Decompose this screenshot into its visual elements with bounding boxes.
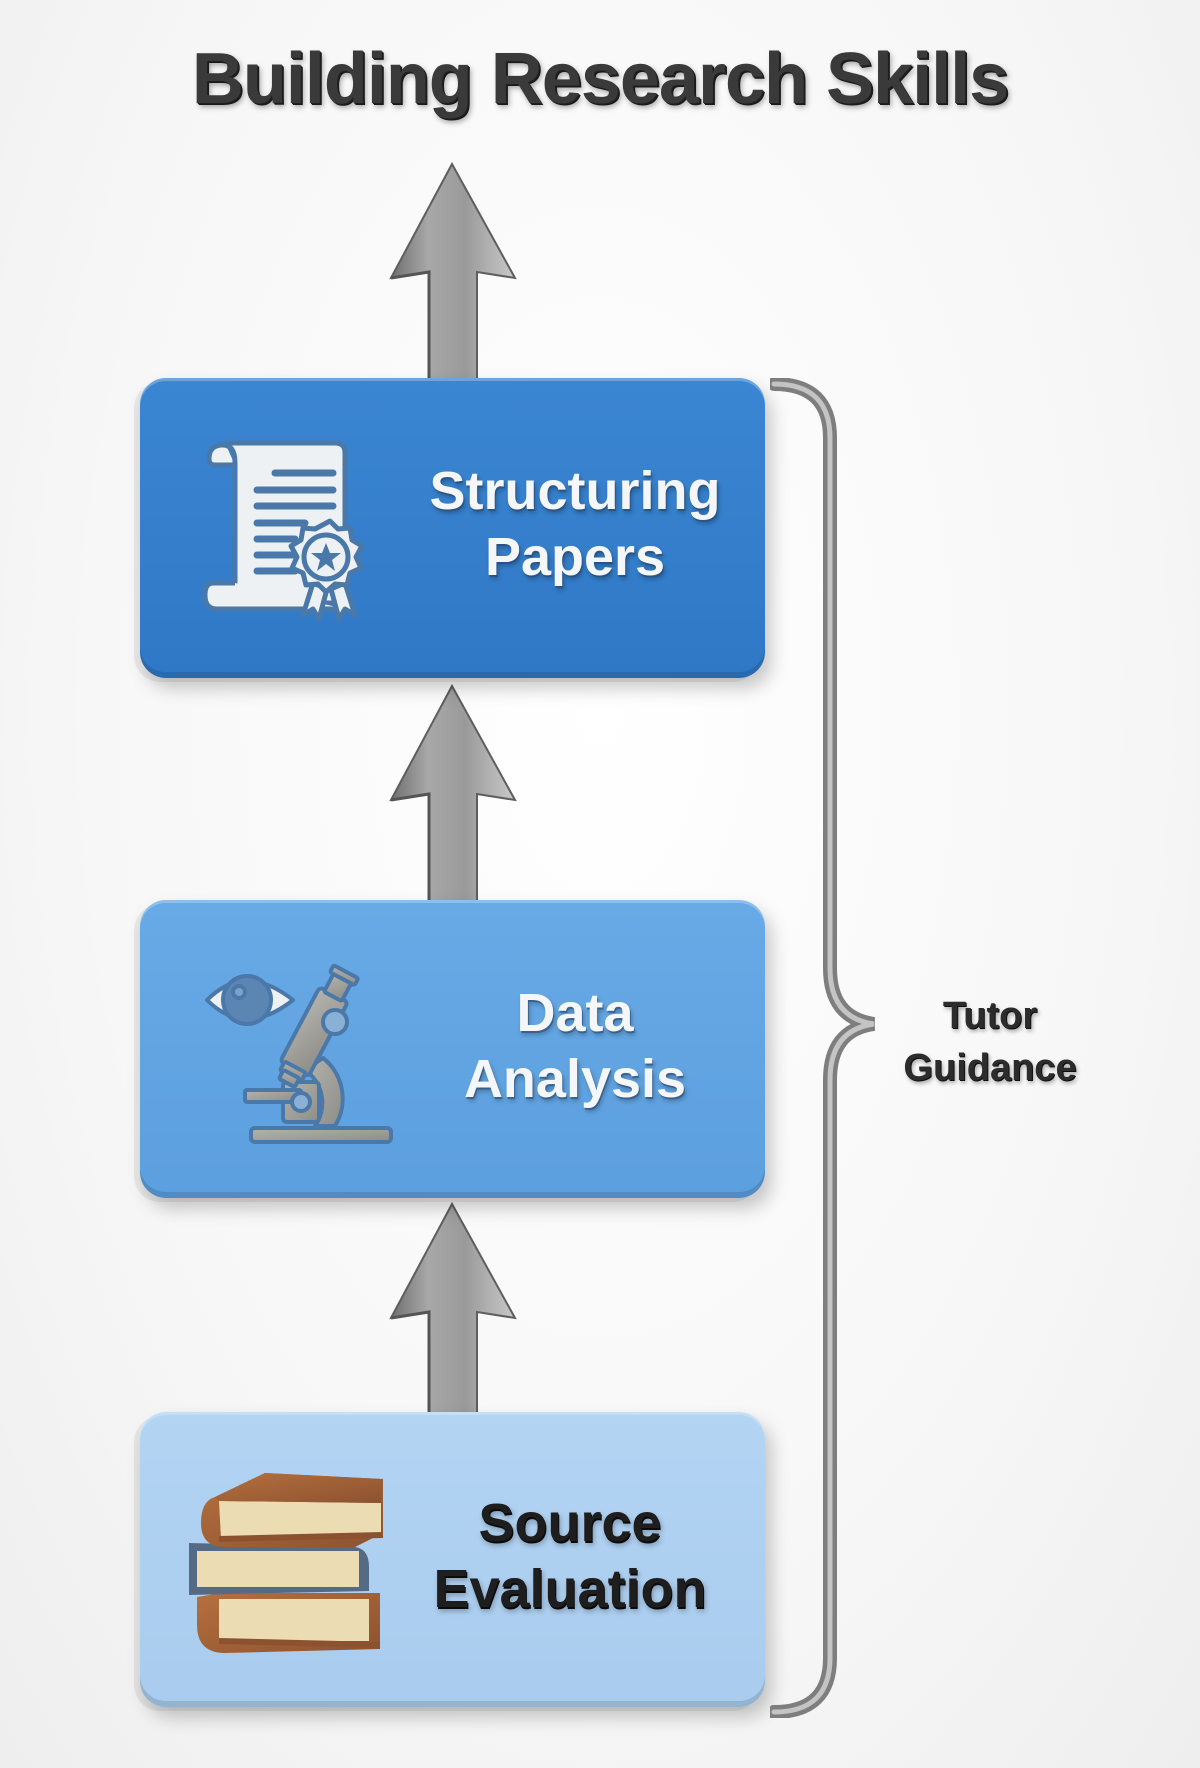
step-label: Source Evaluation [405,1490,735,1622]
arrow-up-icon [389,1201,517,1415]
step-label: Data Analysis [415,980,735,1112]
tutor-guidance-label: Tutor Guidance [880,990,1100,1094]
diagram-title: Building Research Skills [191,39,1009,119]
step-label-line2: Papers [484,527,666,587]
step-label-line2: Analysis [463,1049,687,1109]
tutor-guidance-line1: Tutor [942,995,1038,1037]
arrow-up-icon [389,161,517,380]
step-card-structuring-papers: Structuring Papers [140,378,765,678]
step-label-line2: Evaluation [433,1559,707,1619]
step-label-line1: Source [478,1493,662,1553]
step-card-data-analysis: Data Analysis [140,900,765,1198]
tutor-guidance-line2: Guidance [903,1047,1077,1089]
step-card-source-evaluation: Source Evaluation [140,1412,765,1707]
step-label: Structuring Papers [415,458,735,590]
eye-microscope-icon [205,963,393,1144]
arrow-up-icon [389,683,517,902]
scroll-certificate-icon [202,440,365,622]
step-label-line1: Structuring [429,461,721,521]
curly-brace-icon [770,378,876,1718]
book-stack-icon [189,1473,384,1653]
step-label-line1: Data [516,983,634,1043]
